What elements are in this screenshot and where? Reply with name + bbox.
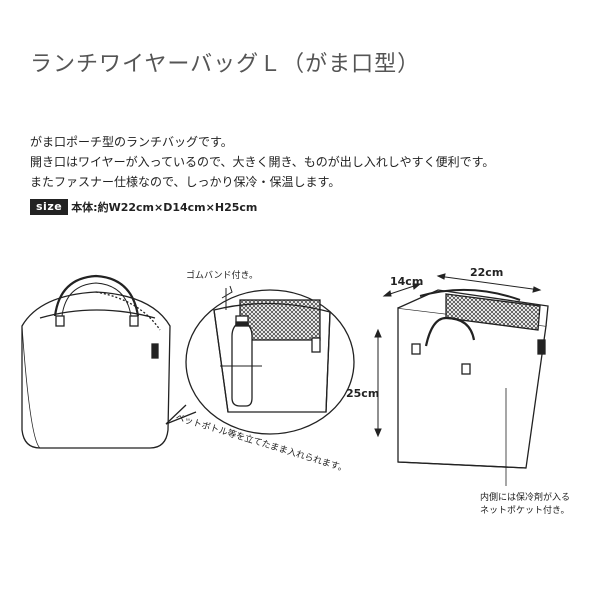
size-text: 本体:約W22cm×D14cm×H25cm xyxy=(71,201,258,214)
size-spec: size 本体:約W22cm×D14cm×H25cm xyxy=(30,199,257,215)
description-line: またファスナー仕様なので、しっかり保冷・保温します。 xyxy=(30,175,341,189)
dimension-arrows xyxy=(374,273,542,438)
interior-zoom-illustration xyxy=(185,285,355,435)
size-badge: size xyxy=(30,199,69,215)
description-line: 開き口はワイヤーが入っているので、大きく開き、ものが出し入れしやすく便利です。 xyxy=(30,155,495,169)
rubber-band-label: ゴムバンド付き。 xyxy=(186,271,259,281)
inner-pocket-label-1: 内側には保冷剤が入る xyxy=(480,493,571,503)
page-title: ランチワイヤーバッグＬ（がま口型） xyxy=(30,52,421,77)
closed-bag-illustration xyxy=(21,274,171,449)
description-line: がま口ポーチ型のランチバッグです。 xyxy=(30,135,233,149)
depth-dimension: 14cm xyxy=(390,275,424,288)
inner-pocket-label-2: ネットポケット付き。 xyxy=(480,506,570,516)
open-bag-illustration xyxy=(397,288,549,486)
height-dimension: 25cm xyxy=(346,387,380,400)
callout-tail xyxy=(165,404,197,425)
product-description: がま口ポーチ型のランチバッグです。 開き口はワイヤーが入っているので、大きく開き… xyxy=(30,132,494,192)
width-dimension: 22cm xyxy=(470,266,504,279)
